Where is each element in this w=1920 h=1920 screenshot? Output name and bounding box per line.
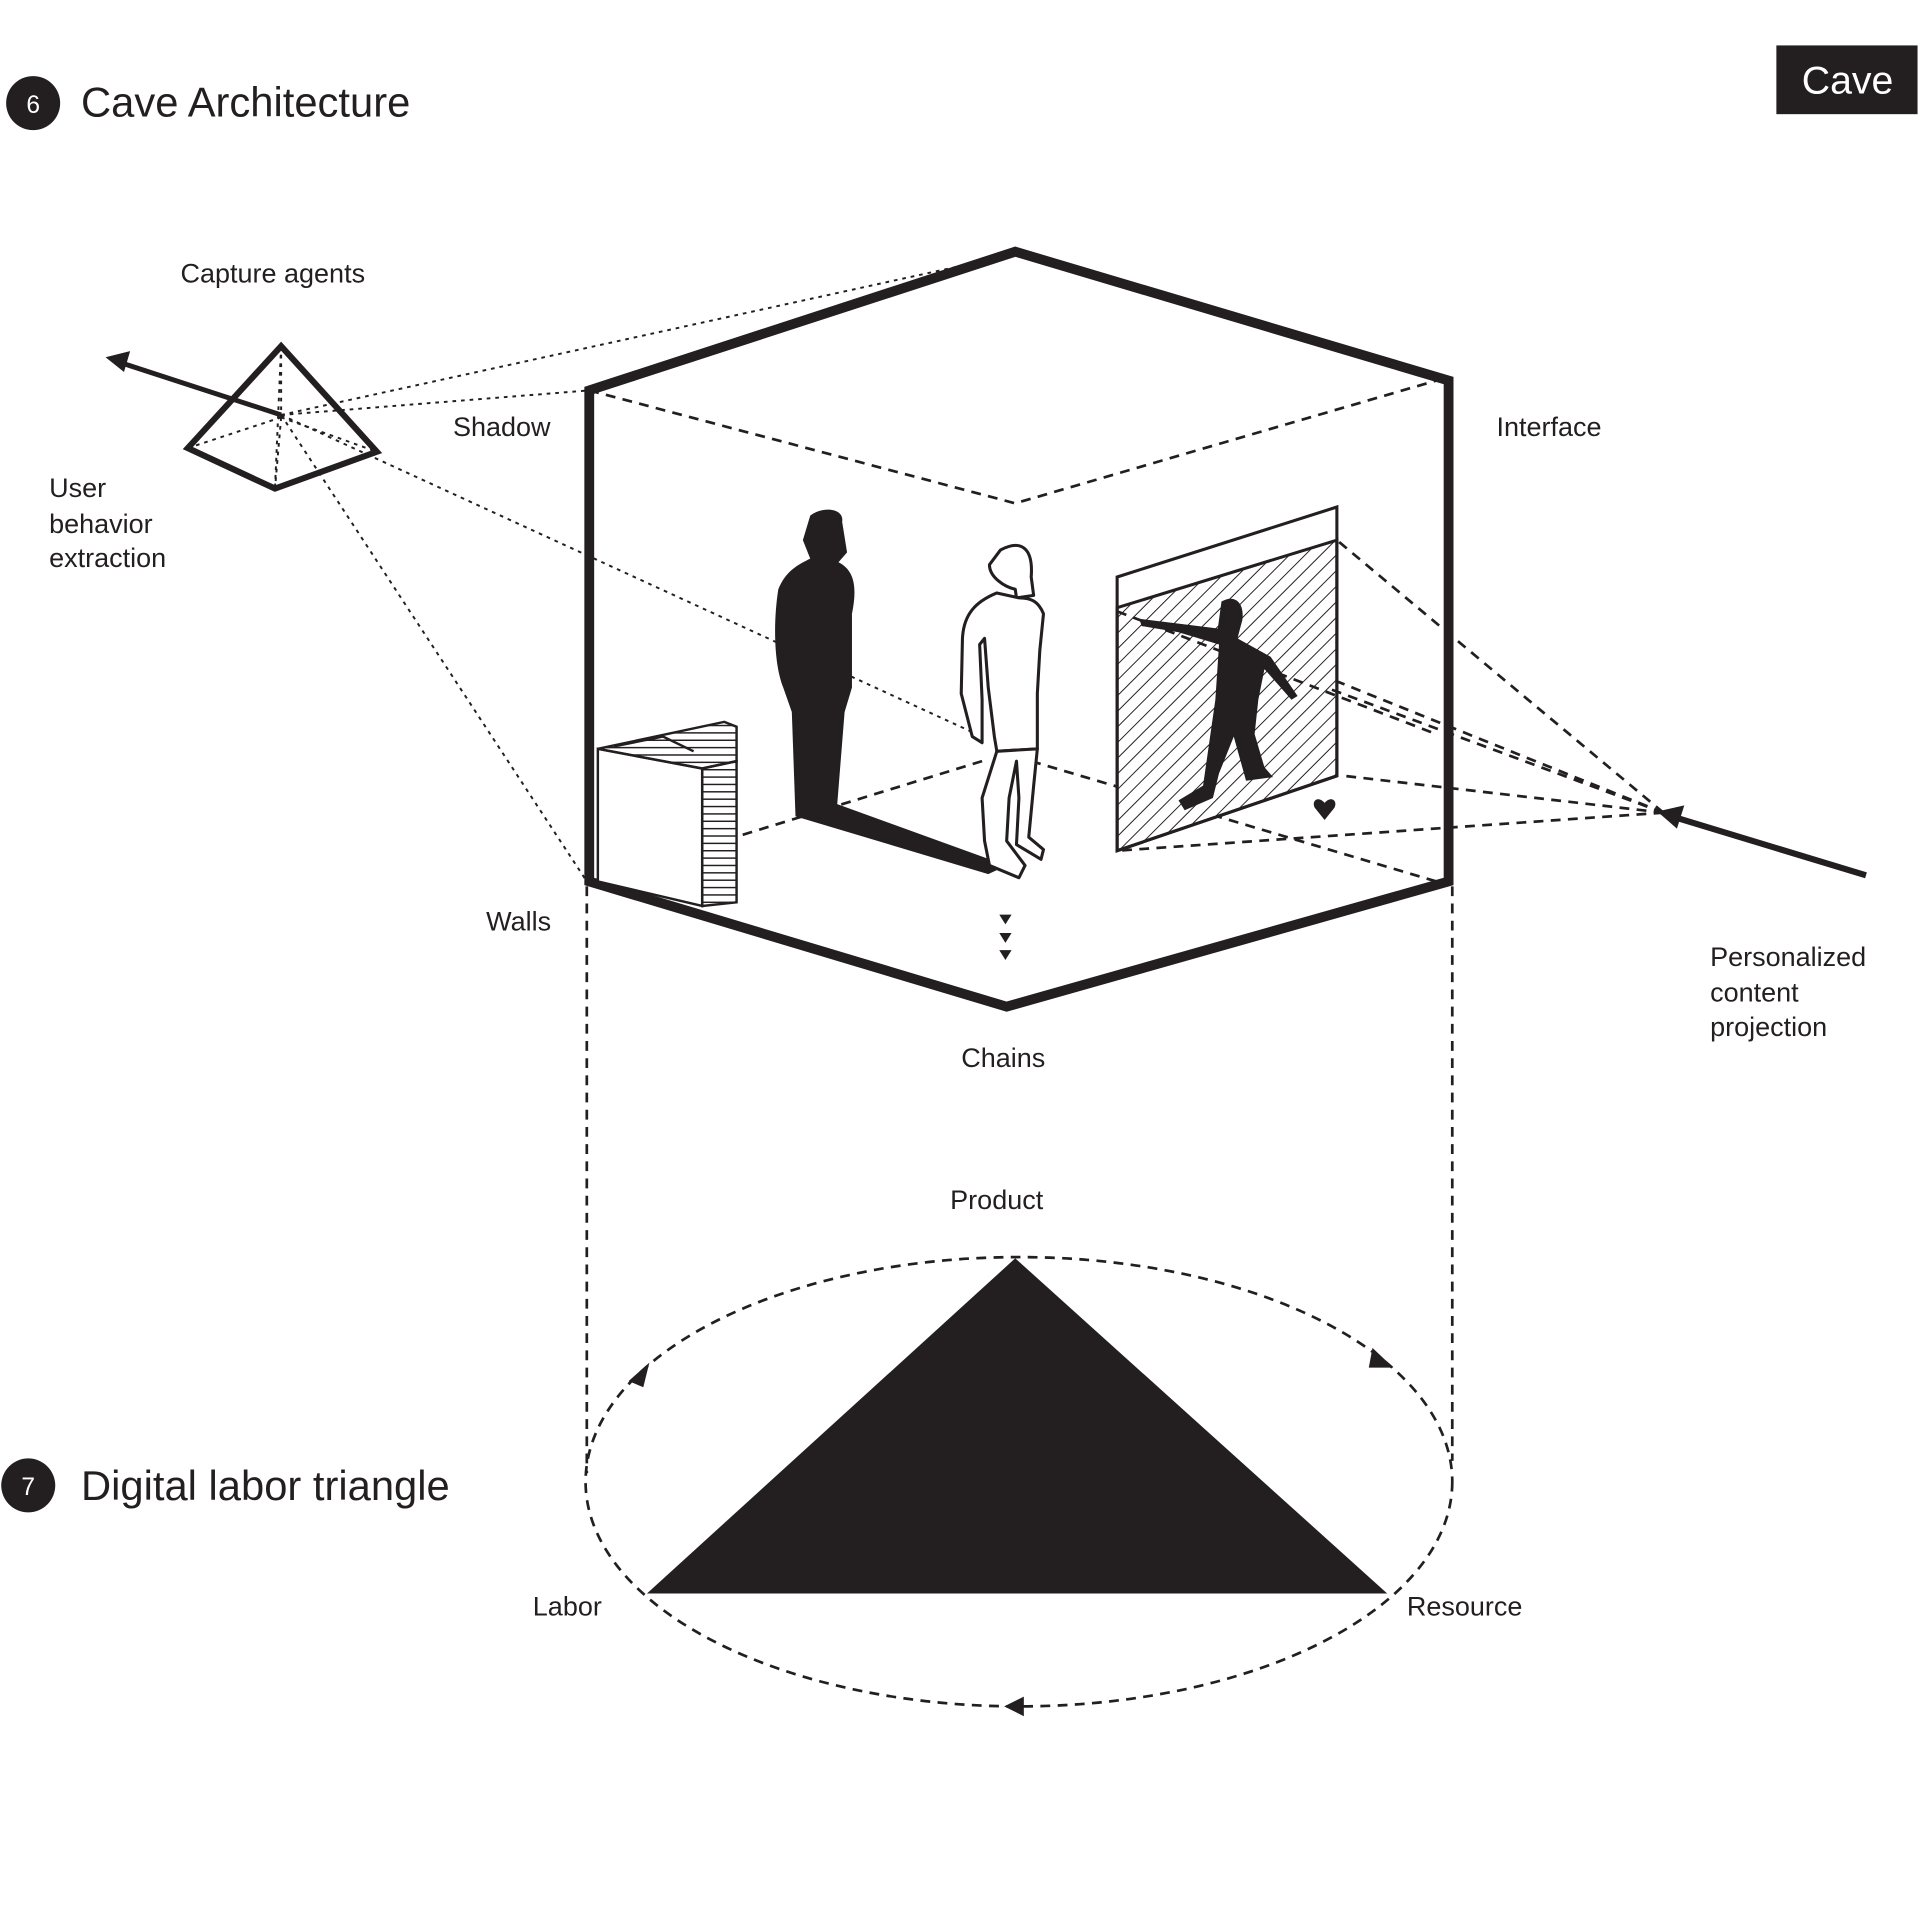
label-interface: Interface <box>1496 412 1601 442</box>
section-number: 6 <box>26 92 40 119</box>
label-resource: Resource <box>1407 1592 1523 1622</box>
cycle-arrowhead-icon <box>628 1362 650 1388</box>
label-walls: Walls <box>486 907 551 937</box>
label-user-behavior-line3: extraction <box>49 543 166 573</box>
section-title: Digital labor triangle <box>81 1462 450 1509</box>
section-number-badge <box>1 1458 56 1513</box>
heart-icon <box>1313 799 1336 821</box>
cave-badge-label: Cave <box>1802 58 1894 102</box>
shadow-silhouette-icon <box>775 509 1007 875</box>
label-user-behavior-line1: User <box>49 473 106 503</box>
label-personalized-line1: Personalized <box>1710 942 1866 972</box>
label-product: Product <box>950 1185 1044 1215</box>
capture-sightlines <box>280 262 983 882</box>
label-chains: Chains <box>961 1043 1045 1073</box>
section-number: 7 <box>21 1474 35 1501</box>
cycle-arrowhead-icon <box>1004 1696 1024 1717</box>
projection-arrow-icon <box>1657 805 1867 879</box>
projected-figure-icon <box>1139 598 1298 811</box>
label-personalized-line2: content <box>1710 978 1799 1008</box>
label-capture-agents: Capture agents <box>180 258 365 288</box>
projection-lines <box>1116 539 1665 853</box>
label-personalized-line3: projection <box>1710 1012 1827 1042</box>
interface-screen <box>1115 504 1339 853</box>
wall-block-icon <box>596 720 738 908</box>
section-7-heading: 7 Digital labor triangle <box>1 1458 450 1513</box>
capture-agent-pyramid-icon <box>182 341 383 492</box>
cave-badge: Cave <box>1776 45 1918 115</box>
cycle-arrowhead-icon <box>1368 1347 1394 1368</box>
label-user-behavior-line2: behavior <box>49 509 153 539</box>
chained-person-icon <box>959 543 1046 880</box>
extraction-arrow-icon <box>105 351 282 418</box>
labor-triangle <box>646 1258 1388 1594</box>
cave-hexagon <box>584 246 1454 1012</box>
label-labor: Labor <box>533 1592 602 1622</box>
chains-arrows-icon <box>999 914 1012 960</box>
label-shadow: Shadow <box>453 412 551 442</box>
section-6-heading: 6 Cave Architecture <box>6 76 410 131</box>
section-title: Cave Architecture <box>81 79 410 126</box>
section-number-badge <box>6 76 61 131</box>
labor-cycle <box>584 1255 1454 1717</box>
